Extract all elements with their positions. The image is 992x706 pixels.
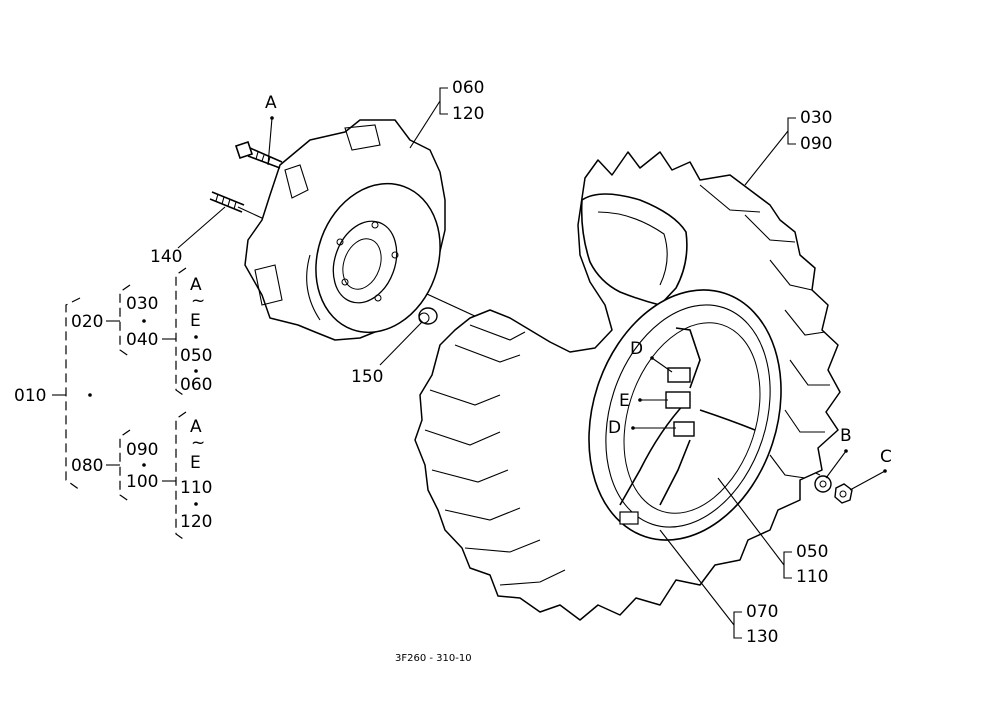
hub-bore	[332, 220, 398, 304]
callout-130: 130	[746, 627, 778, 647]
part-080-label: 080	[71, 456, 103, 476]
part-030-label: 030	[126, 294, 158, 314]
part-010-label: 010	[14, 386, 46, 406]
nut-c	[834, 483, 853, 504]
part-100-label: 100	[126, 472, 158, 492]
part-090-label: 090	[126, 440, 158, 460]
part-040-label: 040	[126, 330, 158, 350]
parts-tree: 010 020 030 040 A ~ E 050 060 080 090 10…	[14, 267, 212, 542]
valve-stem	[619, 511, 639, 525]
part-120-label: 120	[180, 512, 212, 532]
callout-120: 120	[452, 104, 484, 124]
wheel-weight	[244, 119, 446, 341]
clamp-e	[665, 391, 691, 409]
callout-050: 050	[796, 542, 828, 562]
bracket-020	[119, 284, 131, 358]
fasteners	[209, 140, 853, 504]
bracket-080	[119, 429, 131, 503]
part-050-label: 050	[180, 346, 212, 366]
callout-b: B	[840, 426, 852, 446]
stud-140	[209, 191, 245, 213]
callouts: A 060 120 030 090 140 150 D E D B	[150, 78, 892, 647]
callout-060: 060	[452, 78, 484, 98]
range-e-label-1: E	[190, 311, 201, 331]
callout-d-upper: D	[630, 339, 643, 359]
callout-030: 030	[800, 108, 832, 128]
range-a-label-2: A	[190, 417, 202, 437]
range-tilde-1: ~	[191, 291, 205, 311]
callout-070: 070	[746, 602, 778, 622]
figure-caption: 3F260 - 310-10	[395, 653, 472, 664]
callout-a: A	[265, 93, 277, 113]
callout-d-lower: D	[608, 418, 621, 438]
range-tilde-2: ~	[191, 433, 205, 453]
callout-e: E	[619, 391, 630, 411]
clamp-d-upper	[667, 367, 691, 383]
part-110-label: 110	[180, 478, 212, 498]
callout-c: C	[880, 447, 892, 467]
callout-140: 140	[150, 247, 182, 267]
part-020-label: 020	[71, 312, 103, 332]
rim-flange	[623, 322, 761, 514]
tire-inner-wall	[597, 211, 668, 286]
tire-bead-opening	[580, 193, 688, 306]
part-060-label: 060	[180, 375, 212, 395]
bracket-040	[175, 267, 187, 398]
clamp-d-lower	[673, 421, 695, 437]
callout-150: 150	[351, 367, 383, 387]
callout-090: 090	[800, 134, 832, 154]
callout-110: 110	[796, 567, 828, 587]
range-e-label-2: E	[190, 453, 201, 473]
bolt-a-head	[234, 140, 254, 160]
bracket-100	[175, 411, 187, 542]
bracket-010	[65, 297, 81, 491]
range-a-label-1: A	[190, 275, 202, 295]
rim-inner	[605, 304, 771, 528]
washer-b	[814, 475, 832, 493]
